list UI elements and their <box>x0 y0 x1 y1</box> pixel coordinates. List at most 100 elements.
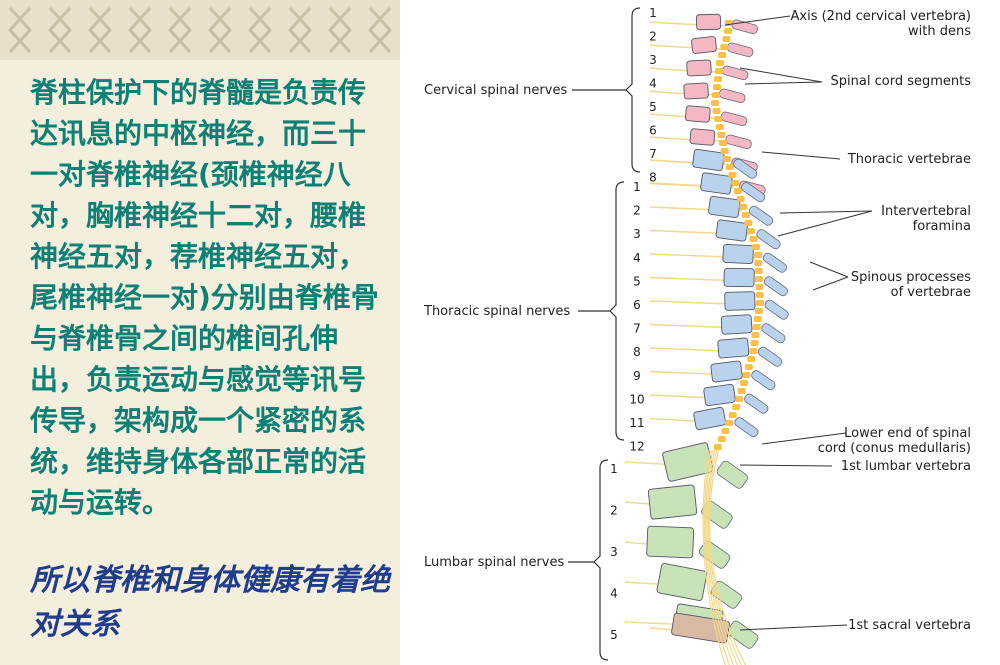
vertebral-bodies <box>646 13 756 644</box>
thoracic-segment-number: 10 <box>629 392 644 406</box>
spinal-cord-segment <box>740 380 748 386</box>
spinous-process <box>726 620 759 649</box>
region-bracket <box>593 459 609 661</box>
lumbar-vertebra <box>656 563 708 601</box>
thoracic-segment-number: 3 <box>633 227 641 241</box>
region-bracket <box>609 181 625 441</box>
spinal-cord-description: 脊柱保护下的脊髓是负责传达讯息的中枢神经，而三十一对脊椎神经(颈椎神经八对，胸椎… <box>30 76 379 519</box>
thoracic-vertebra <box>710 360 743 383</box>
spinal-cord-segment <box>752 244 761 250</box>
spinal-cord-segment <box>753 316 762 322</box>
decorative-knot-band <box>0 0 400 60</box>
spinal-cord-segment <box>754 308 763 314</box>
spinous-process <box>764 299 789 320</box>
cauda-equina-line <box>706 449 738 665</box>
spinal-cord-segment <box>737 388 746 394</box>
spinal-cord-segment <box>749 348 758 354</box>
spinous-process <box>763 276 788 297</box>
foramina-label-line1: Intervertebral <box>881 204 971 219</box>
spinal-nerve-lines <box>624 21 758 633</box>
spinal-cord-segment <box>733 188 742 194</box>
spinal-cord-segment <box>754 252 763 258</box>
spinal-cord-segment <box>755 284 764 290</box>
spinal-cord-segment <box>717 436 726 442</box>
lumbar-vertebra <box>662 442 714 482</box>
thoracic-segment-number: 5 <box>633 274 641 288</box>
cervical-segment-number: 5 <box>649 100 657 114</box>
knot-motif <box>167 6 193 54</box>
thoracic-vertebra <box>722 244 754 264</box>
cervical-segment-number: 3 <box>649 53 657 67</box>
spinal-cord-segment <box>749 236 758 242</box>
cauda-equina-line <box>707 449 742 665</box>
spinous-label-line2: of vertebrae <box>891 285 971 300</box>
thoracic-vertebra <box>692 148 725 172</box>
spinous-process <box>762 252 788 273</box>
cervical-vertebra <box>691 36 717 54</box>
annotation-leader-line <box>761 432 847 445</box>
spinal-cord-segment <box>720 44 729 50</box>
cervical-segment-number: 4 <box>649 77 657 91</box>
thoracic-vertebra <box>723 267 755 288</box>
spinal-cord-segment <box>741 212 750 218</box>
spinal-cord-segment <box>755 276 764 282</box>
cervical-nerves-label: Cervical spinal nerves <box>424 83 567 98</box>
lumbar-vertebra <box>646 525 695 559</box>
spinal-cord-segment <box>735 396 744 402</box>
spinal-cord <box>702 20 764 665</box>
foramina-label-line2: foramina <box>913 219 971 234</box>
spinal-cord-segment <box>744 364 753 370</box>
spinal-cord-segment <box>721 428 730 434</box>
region-bracket <box>625 7 641 173</box>
cervical-vertebra <box>689 128 716 146</box>
thoracic-vertebra <box>724 291 756 311</box>
cervical-segment-number: 2 <box>649 30 657 44</box>
knot-motif <box>247 6 273 54</box>
spinal-cord-segment <box>713 84 721 90</box>
spinal-cord-segment <box>751 332 760 338</box>
spinal-cord-segment <box>732 404 741 410</box>
spinous-process <box>721 65 749 81</box>
spinal-cord-segment <box>731 180 740 186</box>
knot-motif <box>127 6 153 54</box>
lumbar-segment-number: 2 <box>610 504 618 518</box>
spinal-cord-segment <box>712 92 720 98</box>
spinal-cord-segment <box>750 340 759 346</box>
spinal-cord-segment <box>755 292 764 298</box>
left-text-panel: 脊柱保护下的脊髓是负责传达讯息的中枢神经，而三十一对脊椎神经(颈椎神经八对，胸椎… <box>0 0 400 665</box>
thoracic-vertebra <box>700 172 733 195</box>
spinous-process <box>734 417 759 438</box>
spinous-process <box>698 540 731 569</box>
annotation-leader-line <box>812 276 849 291</box>
spinal-cord-segment <box>715 124 724 130</box>
spinal-cord-segment <box>718 52 727 58</box>
cervical-segment-number: 1 <box>649 6 657 20</box>
spinous-process <box>744 393 769 414</box>
spinal-cord-segment <box>744 220 753 226</box>
cervical-vertebra <box>686 59 712 77</box>
spinal-cord-segment <box>720 148 729 154</box>
spinal-cord-segment <box>725 420 733 426</box>
annotation-leader-line <box>809 261 849 278</box>
annotation-leader-line <box>724 15 791 26</box>
cervical-vertebra <box>683 82 709 100</box>
lower-end-label-line2: cord (conus medullaris) <box>818 441 971 456</box>
spinal-cord-segment <box>713 444 722 450</box>
cauda-equina-line <box>702 449 726 665</box>
thoracic-vertebra <box>715 219 748 242</box>
spinal-cord-segment <box>752 324 761 330</box>
thoracic-vertebra <box>708 195 741 219</box>
thoracic-segment-number: 2 <box>633 204 641 218</box>
axis-label-line2: with dens <box>908 24 971 39</box>
thoracic-nerves-label: Thoracic spinal nerves <box>423 304 570 319</box>
thoracic-vertebra <box>693 406 727 431</box>
spinous-process <box>719 88 746 104</box>
thoracic-segment-number: 1 <box>633 180 641 194</box>
spinal-cord-segment <box>747 356 756 362</box>
spinal-cord-segment <box>739 204 748 210</box>
spinal-cord-segment <box>716 60 724 66</box>
thoracic-segment-number: 4 <box>633 251 641 265</box>
spinous-process <box>726 42 754 58</box>
cervical-segment-number: 8 <box>649 171 657 185</box>
thoracic-segment-number: 7 <box>633 322 641 336</box>
